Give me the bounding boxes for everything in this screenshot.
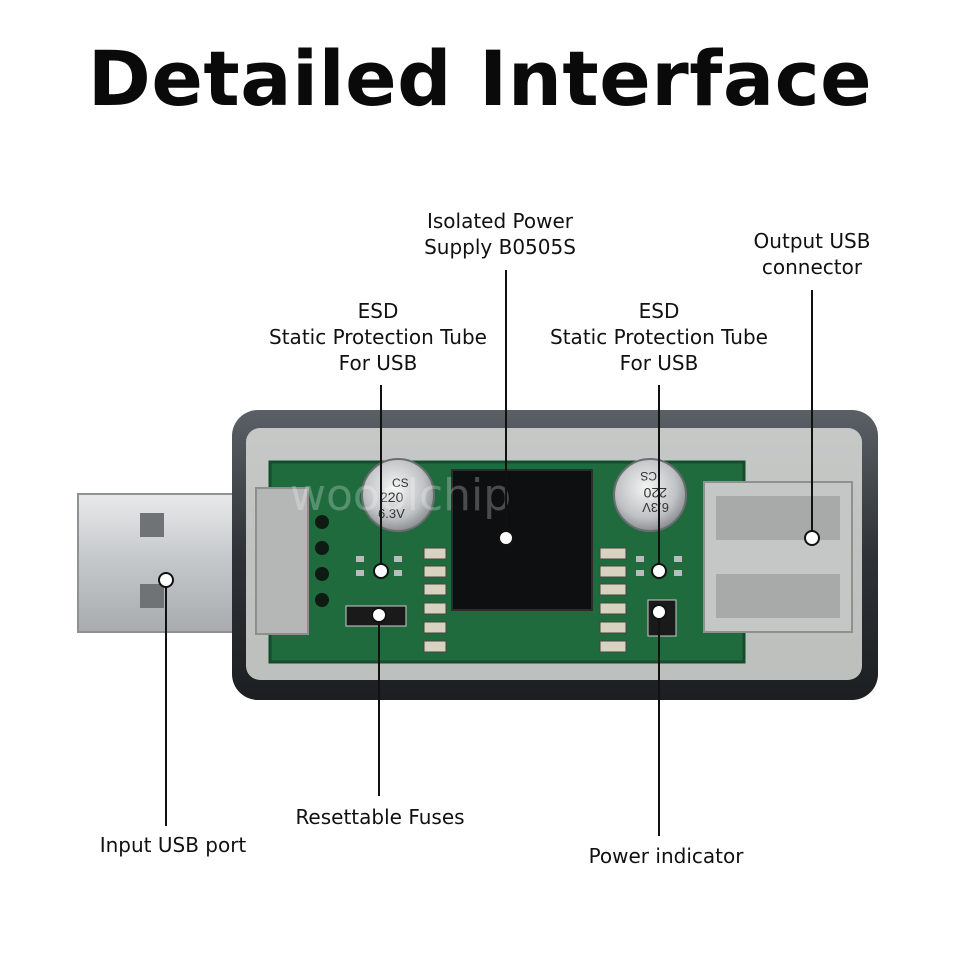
usb-plug-hole-bottom	[140, 584, 164, 608]
label-resettable-fuses: Resettable Fuses	[295, 805, 465, 829]
isolated-power-module	[451, 469, 593, 611]
callout-lines	[165, 270, 813, 836]
capacitor-left-line-2: 220	[380, 489, 404, 505]
watermark-text: wooolchip	[290, 470, 511, 521]
capacitor-right-line-3: CS	[640, 469, 657, 483]
smd-components-left	[423, 547, 447, 653]
usb-plug-hole-top	[140, 513, 164, 537]
label-isolated-power: Isolated Power Supply B0505S	[424, 209, 576, 259]
dot-output-usb	[804, 530, 820, 546]
label-esd-right: ESD Static Protection Tube For USB	[550, 299, 768, 375]
output-usb-connector	[703, 481, 853, 633]
dot-esd-left	[373, 563, 389, 579]
esd-right-component	[636, 556, 682, 576]
callout-dots	[158, 530, 820, 623]
dot-esd-right	[651, 563, 667, 579]
dot-resettable-fuses	[371, 607, 387, 623]
capacitor-left-line-3: 6.3V	[378, 506, 405, 521]
input-usb-shell	[255, 487, 309, 635]
capacitor-right-line-2: 220	[643, 485, 667, 501]
smd-components-right	[599, 547, 627, 653]
capacitor-right-line-1: 6.3V	[642, 500, 669, 515]
label-esd-left: ESD Static Protection Tube For USB	[269, 299, 487, 375]
dot-isolated-power	[498, 530, 514, 546]
esd-left-component	[356, 556, 402, 576]
usb-pins	[315, 515, 329, 607]
label-input-usb: Input USB port	[99, 833, 247, 857]
label-output-usb: Output USB connector	[753, 229, 871, 279]
capacitor-right: 6.3V 220 CS	[613, 458, 687, 532]
capacitor-left-line-1: CS	[392, 476, 409, 490]
input-usb-plug	[77, 493, 249, 633]
dot-input-usb	[158, 572, 174, 588]
diagram-title: Detailed Interface	[87, 34, 873, 123]
dot-power-indicator	[651, 604, 667, 620]
label-power-indicator: Power indicator	[588, 844, 744, 868]
